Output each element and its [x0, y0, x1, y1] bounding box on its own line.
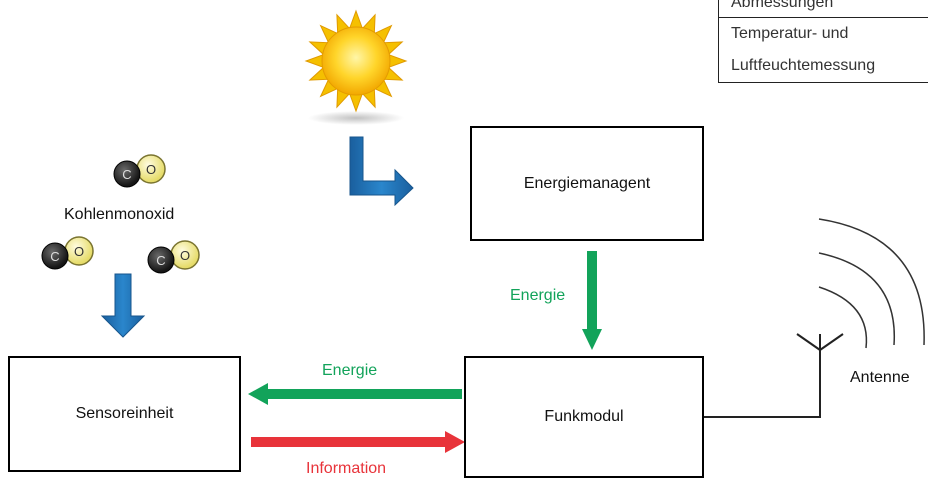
carbon-letter: C: [156, 253, 165, 268]
radio-module-label: Funkmodul: [544, 408, 624, 425]
carbon-monoxide-label: Kohlenmonoxid: [64, 206, 175, 223]
legend-row-measurement-1: Temperatur- und: [731, 25, 849, 42]
energy-arrow-horizontal: [248, 383, 462, 405]
carbon-atom: [147, 246, 175, 274]
sun-to-energy-arrow: [349, 136, 414, 207]
sensor-unit-label: Sensoreinheit: [75, 405, 174, 422]
sensor-unit-block: Sensoreinheit: [8, 356, 241, 472]
energy-label-horizontal: Energie: [322, 362, 378, 379]
oxygen-letter: O: [146, 162, 156, 177]
sun-icon: [304, 9, 408, 125]
legend-table: Abmessungen Temperatur- und Luftfeuchtem…: [718, 0, 928, 83]
energy-management-block: Energiemanagent: [470, 126, 704, 241]
carbon-letter: C: [122, 167, 131, 182]
information-label: Information: [306, 460, 387, 477]
co-molecule-icon: OC: [41, 236, 94, 270]
information-arrow: [251, 431, 465, 453]
antenna-label: Antenne: [850, 369, 910, 386]
co-molecule-icon: OC: [147, 240, 200, 274]
legend-row-dimensions: Abmessungen: [719, 0, 928, 18]
radio-module-block: Funkmodul: [464, 356, 704, 478]
oxygen-letter: O: [74, 244, 84, 259]
energy-label-vertical: Energie: [510, 287, 566, 304]
antenna-icon: [704, 333, 844, 418]
energy-arrow-vertical: [582, 251, 602, 350]
oxygen-letter: O: [180, 248, 190, 263]
co-molecule-icon: OC: [113, 154, 166, 188]
co-to-sensor-arrow: [100, 273, 146, 338]
carbon-letter: C: [50, 249, 59, 264]
radio-waves-icon: [818, 218, 925, 349]
carbon-atom: [41, 242, 69, 270]
legend-row-measurement-2: Luftfeuchtemessung: [731, 57, 876, 74]
carbon-atom: [113, 160, 141, 188]
energy-management-label: Energiemanagent: [523, 174, 651, 192]
